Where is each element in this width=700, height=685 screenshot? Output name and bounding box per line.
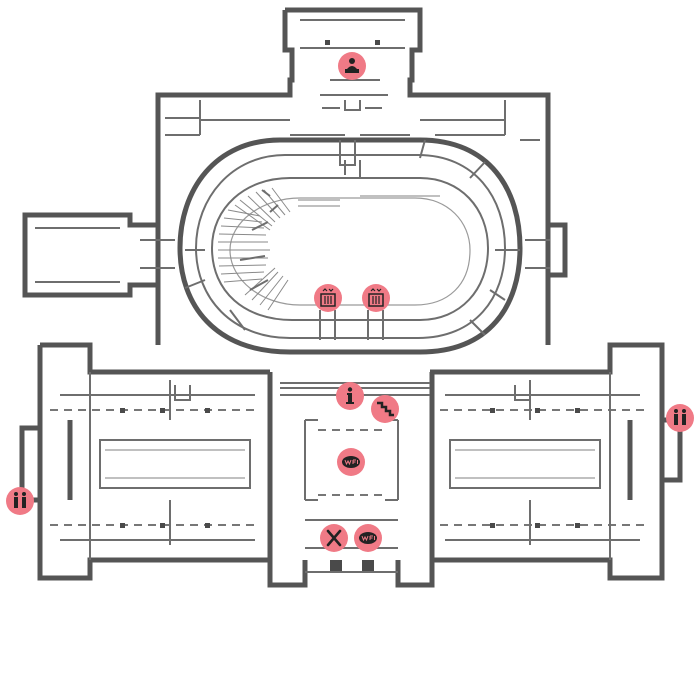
restroom-icon[interactable]: [5, 486, 35, 516]
atrium: [267, 372, 435, 588]
wifi-icon[interactable]: [353, 523, 383, 553]
seating-tiers: [218, 187, 440, 311]
north-pavilion: [280, 7, 425, 111]
cutlery-icon[interactable]: [319, 523, 349, 553]
arena: [177, 137, 523, 355]
central-block: [22, 92, 568, 345]
elevator-icon[interactable]: [313, 283, 343, 313]
restroom-icon[interactable]: [665, 403, 695, 433]
hall-pillars: [120, 408, 580, 528]
wifi-icon[interactable]: [336, 447, 366, 477]
info-icon[interactable]: [335, 381, 365, 411]
info-desk-icon[interactable]: [337, 51, 367, 81]
stairs-icon[interactable]: [370, 394, 400, 424]
elevator-icon[interactable]: [361, 283, 391, 313]
